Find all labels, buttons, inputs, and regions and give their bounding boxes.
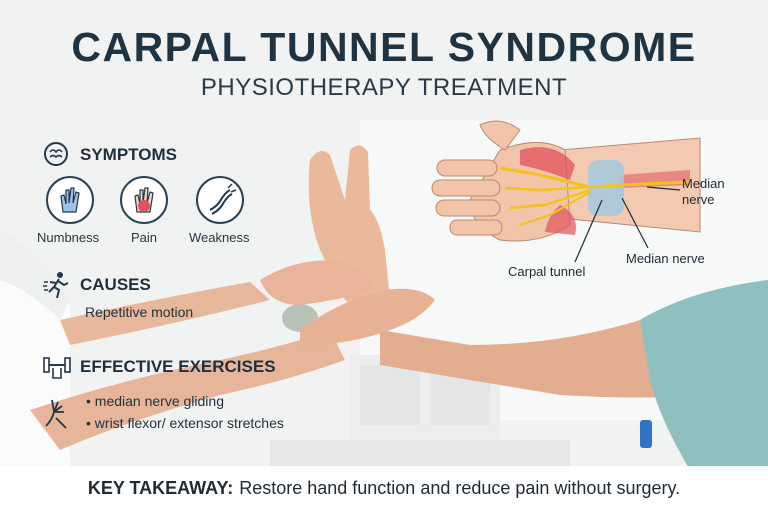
exercises-heading: EFFECTIVE EXERCISES bbox=[42, 352, 276, 382]
dumbbell-hand-icon bbox=[43, 357, 71, 379]
causes-title: CAUSES bbox=[80, 275, 151, 294]
pain-hand-icon bbox=[120, 176, 168, 224]
numb-hand-icon bbox=[46, 176, 94, 224]
symptom-label-pain: Pain bbox=[131, 230, 158, 245]
weak-wrist-icon bbox=[196, 176, 244, 224]
exercise-item-2: • wrist flexor/ extensor stretches bbox=[86, 415, 284, 431]
label-median-nerve-bottom: Median nerve bbox=[626, 251, 705, 266]
symptom-label-weakness: Weakness bbox=[189, 230, 250, 245]
brain-icon bbox=[44, 142, 68, 166]
symptoms-title: SYMPTOMS bbox=[80, 145, 177, 164]
stretch-hand-icon bbox=[45, 399, 67, 429]
exercise-item-1: • median nerve gliding bbox=[86, 393, 224, 409]
page-title: CARPAL TUNNEL SYNDROME bbox=[71, 24, 697, 70]
exercises-title: EFFECTIVE EXERCISES bbox=[80, 357, 276, 376]
wrist-anatomy-illustration bbox=[431, 120, 701, 263]
symptoms-heading: SYMPTOMS bbox=[42, 140, 177, 170]
causes-heading: CAUSES bbox=[42, 270, 151, 300]
label-median-nerve-right: Median nerve bbox=[682, 176, 725, 207]
running-person-icon bbox=[43, 272, 69, 299]
key-takeaway-label: KEY TAKEAWAY: bbox=[87, 477, 234, 498]
key-takeaway-bar: KEY TAKEAWAY: Restore hand function and … bbox=[0, 466, 768, 510]
label-carpal-tunnel: Carpal tunnel bbox=[508, 264, 586, 279]
symptom-label-numbness: Numbness bbox=[37, 230, 100, 245]
key-takeaway-text: Restore hand function and reduce pain wi… bbox=[239, 477, 681, 498]
causes-text: Repetitive motion bbox=[85, 304, 194, 320]
page-subtitle: PHYSIOTHERAPY TREATMENT bbox=[200, 74, 568, 101]
